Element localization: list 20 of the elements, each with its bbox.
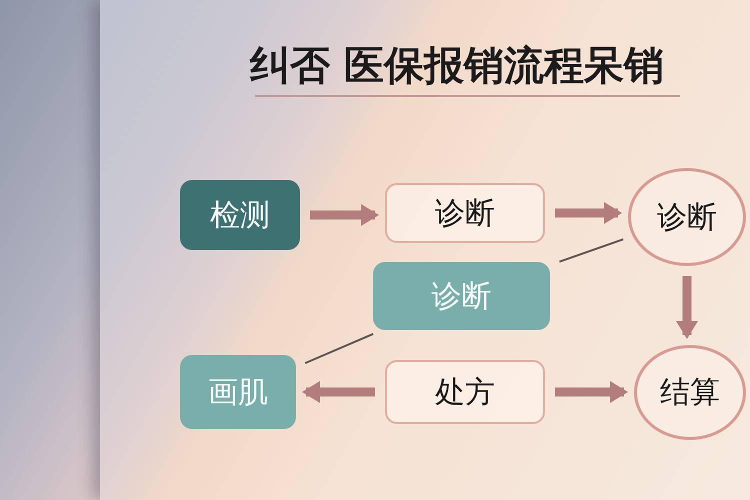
node-label: 画肌 [208,374,268,412]
process-box [385,360,545,424]
node-label: 诊断 [657,198,717,236]
arrow [676,276,698,339]
process-box [180,355,296,429]
arrow [310,204,379,226]
connector-line [559,238,624,263]
title: 纠否 医保报销流程呆销 [250,42,665,91]
node-label: 诊断 [435,194,495,232]
node-label: 结算 [660,374,720,412]
node-label: 诊断 [432,278,492,316]
node-label: 处方 [435,374,495,412]
arrow [555,202,622,224]
process-box [180,180,300,250]
connector-line [304,333,374,364]
arrow [302,381,375,403]
process-box [373,262,550,330]
process-box [385,183,545,243]
node-label: 检测 [210,196,270,234]
arrow [555,381,628,403]
